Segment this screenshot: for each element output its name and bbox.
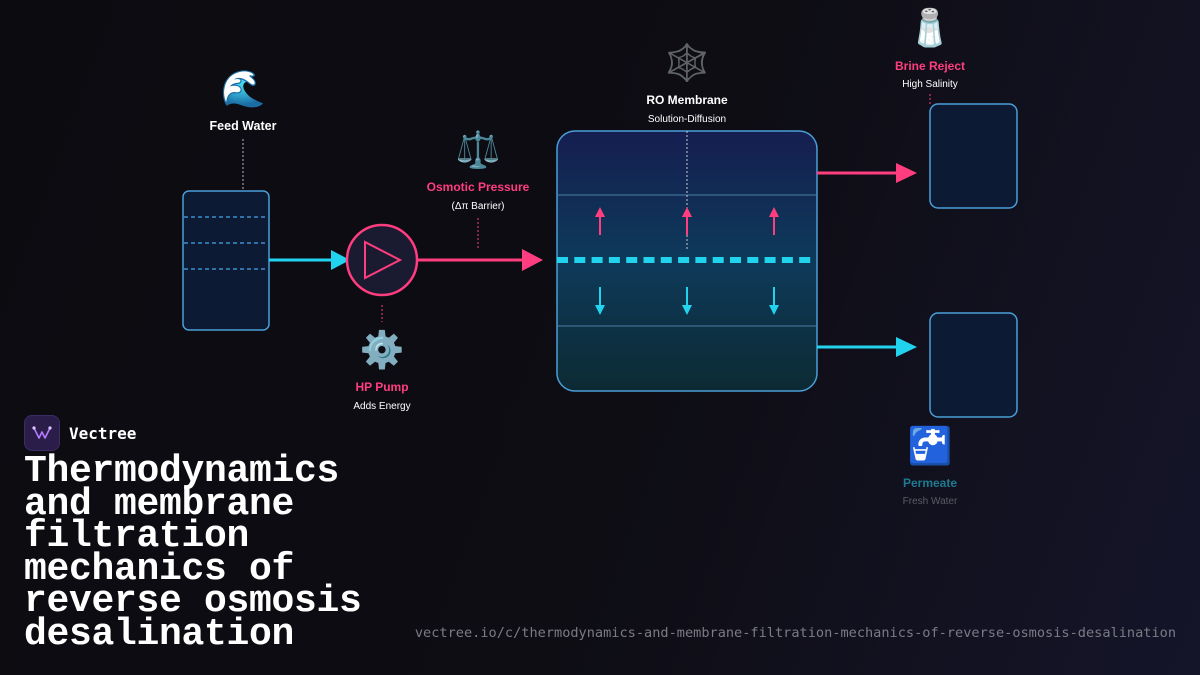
ro-membrane-label: RO Membrane — [646, 93, 728, 107]
hp-pump-sublabel: Adds Energy — [353, 401, 410, 412]
hp-pump-label: HP Pump — [355, 380, 408, 394]
scales-icon: ⚖️ — [455, 130, 501, 171]
feed-to-pump-arrow — [269, 250, 350, 270]
permeate-label: Permeate — [903, 476, 957, 490]
gear-icon: ⚙️ — [359, 330, 405, 371]
water-permeation-arrows — [595, 287, 779, 315]
page-title: Thermodynamics and membrane filtration m… — [24, 450, 362, 656]
brine-reject-sublabel: High Salinity — [902, 79, 958, 90]
brand-name: Vectree — [69, 423, 137, 443]
rejection-arrow — [595, 207, 605, 235]
vectree-logo-icon — [24, 415, 60, 451]
permeation-arrow — [682, 287, 692, 315]
pump-to-membrane-arrow — [418, 249, 543, 271]
brine-tank — [929, 103, 1018, 209]
permeate-sublabel: Fresh Water — [903, 496, 958, 507]
membrane-vessel — [556, 130, 818, 392]
permeate-tank — [929, 312, 1018, 418]
brine-reject-label: Brine Reject — [895, 59, 965, 73]
brand: Vectree — [24, 415, 136, 451]
permeate-outlet-arrow — [817, 337, 917, 357]
osmotic-pressure-sublabel: (Δπ Barrier) — [451, 201, 504, 212]
wave-icon: 🌊 — [220, 69, 266, 110]
source-url[interactable]: vectree.io/c/thermodynamics-and-membrane… — [414, 625, 1176, 641]
permeation-arrow — [769, 287, 779, 315]
feed-tank — [182, 190, 270, 331]
ro-membrane-sublabel: Solution-Diffusion — [648, 114, 726, 125]
salt-shaker-icon: 🧂 — [907, 8, 953, 49]
rejection-arrow — [682, 207, 692, 235]
salt-rejection-arrows — [595, 207, 779, 235]
permeation-arrow — [595, 287, 605, 315]
rejection-arrow — [769, 207, 779, 235]
osmotic-pressure-label: Osmotic Pressure — [427, 180, 530, 194]
brine-outlet-arrow — [817, 163, 917, 183]
feed-water-label: Feed Water — [210, 119, 277, 133]
web-icon: 🕸️ — [664, 43, 710, 84]
pump-symbol — [345, 223, 419, 297]
faucet-icon: 🚰 — [907, 426, 953, 467]
